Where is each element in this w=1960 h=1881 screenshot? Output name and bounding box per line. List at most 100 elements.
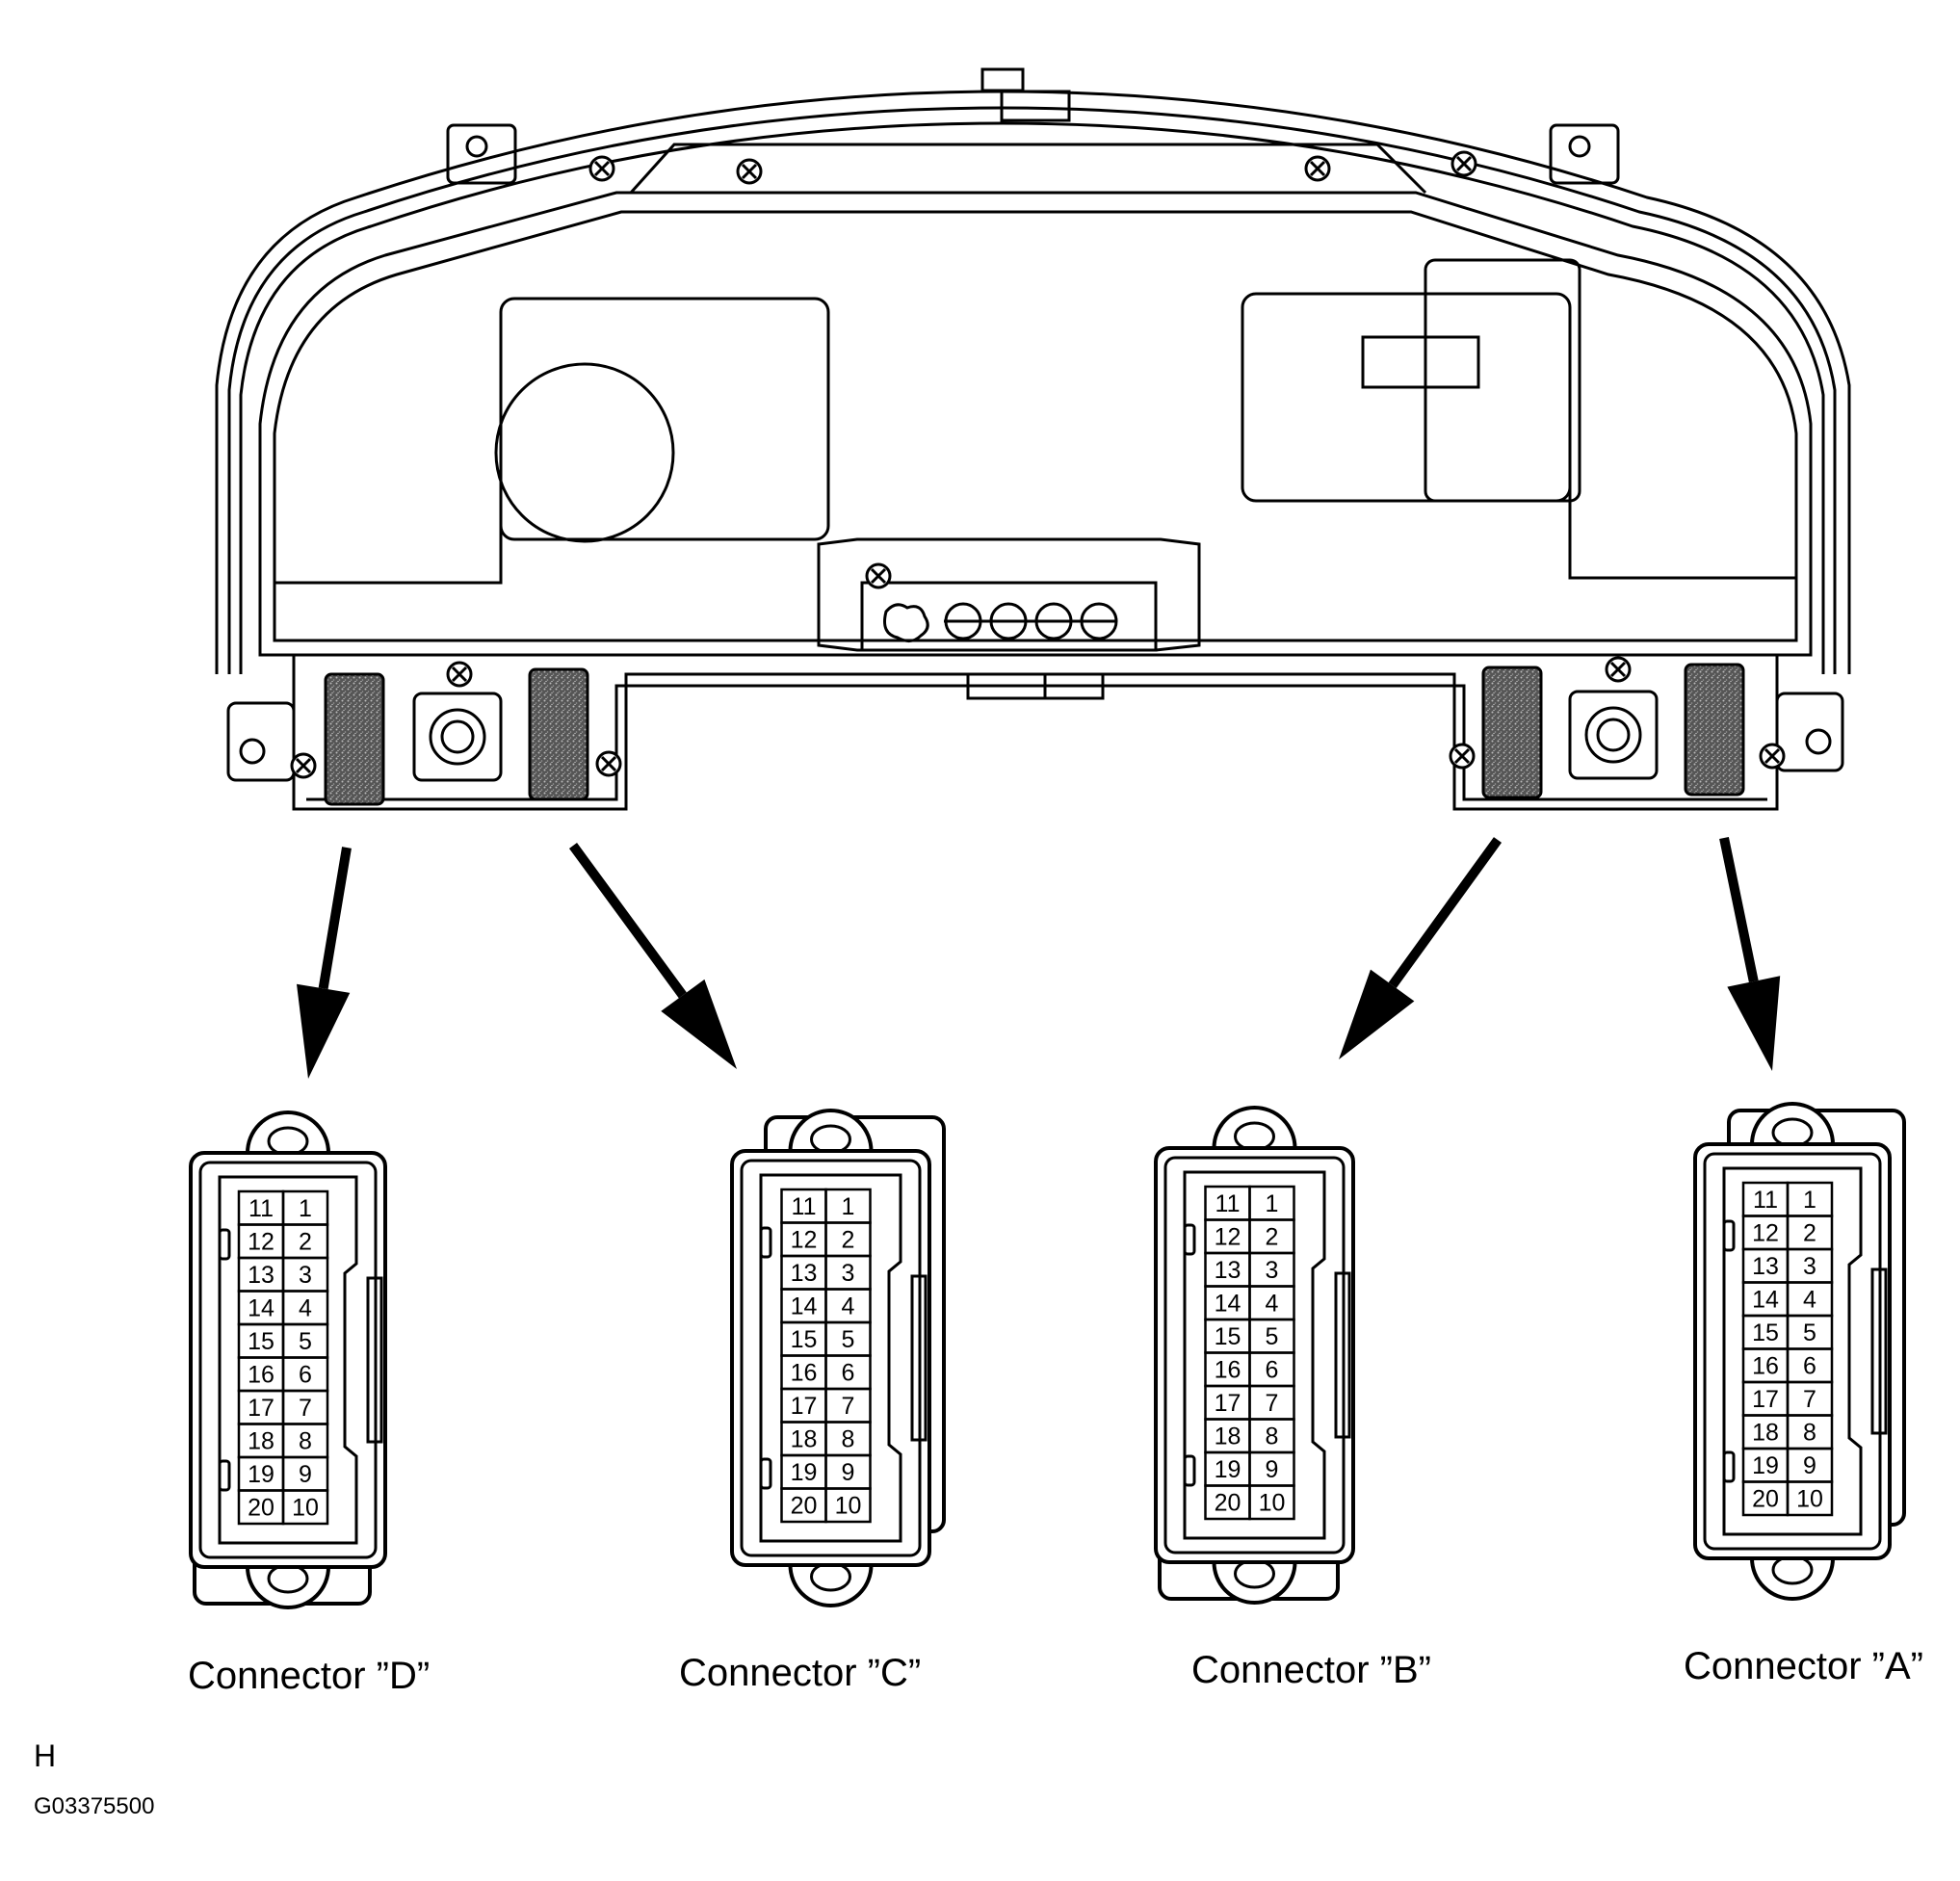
pin-number: 16: [791, 1359, 818, 1386]
screw-icon: [1759, 743, 1786, 770]
pin-number: 3: [842, 1260, 855, 1287]
pin-number: 20: [791, 1492, 818, 1519]
pin-number: 8: [842, 1425, 855, 1452]
screw-icon: [1450, 150, 1477, 177]
pin-number: 13: [791, 1260, 818, 1287]
pin-number: 9: [1803, 1452, 1816, 1479]
pin-number: 4: [842, 1293, 855, 1319]
pin-number: 10: [1259, 1489, 1286, 1516]
arrow-icon: [296, 836, 1781, 1079]
pin-number: 11: [792, 1193, 817, 1220]
pin-number: 4: [1803, 1286, 1816, 1313]
connector-a-label: Connector ”A”: [1684, 1645, 1923, 1687]
pin-number: 14: [248, 1294, 274, 1321]
arrow-icon: [1719, 836, 1781, 1071]
pin-number: 2: [842, 1226, 855, 1253]
pin-number: 8: [1266, 1423, 1279, 1450]
pin-number: 14: [1215, 1290, 1241, 1317]
pin-number: 4: [1266, 1290, 1279, 1317]
pin-number: 10: [1796, 1485, 1823, 1512]
pin-number: 3: [1266, 1257, 1279, 1284]
pin-number: 20: [1215, 1489, 1241, 1516]
pin-number: 6: [1803, 1352, 1816, 1379]
pin-number: 13: [248, 1262, 274, 1289]
pin-number: 9: [299, 1461, 312, 1488]
pin-number: 3: [1803, 1253, 1816, 1280]
pin-number: 1: [842, 1193, 855, 1220]
pin-number: 12: [791, 1226, 818, 1253]
pin-number: 2: [299, 1228, 312, 1255]
pin-number: 19: [791, 1459, 818, 1486]
pin-number: 14: [1752, 1286, 1779, 1313]
view-marker: H: [34, 1738, 57, 1773]
pin-number: 18: [248, 1427, 274, 1454]
pin-number: 20: [248, 1494, 274, 1521]
pin-number: 15: [1752, 1319, 1779, 1346]
pin-number: 6: [299, 1361, 312, 1388]
figure-id: G03375500: [34, 1793, 155, 1819]
pin-cell: [1248, 1484, 1295, 1521]
pin-number: 12: [1752, 1219, 1779, 1246]
pin-number: 18: [1752, 1419, 1779, 1446]
screw-icon: [290, 752, 317, 779]
pin-number: 10: [835, 1492, 862, 1519]
pin-number: 13: [1752, 1253, 1779, 1280]
pin-number: 16: [1215, 1356, 1241, 1383]
pin-number: 15: [1215, 1323, 1241, 1350]
screw-icon: [736, 158, 763, 185]
screw-icon: [588, 155, 615, 182]
connector-c-label: Connector ”C”: [679, 1652, 922, 1694]
screw-icon: [446, 661, 473, 688]
pin-number: 13: [1215, 1257, 1241, 1284]
pin-number: 5: [1803, 1319, 1816, 1346]
pin-number: 18: [791, 1425, 818, 1452]
pin-number: 8: [299, 1427, 312, 1454]
pin-number: 7: [842, 1393, 855, 1420]
pin-number: 17: [1752, 1386, 1779, 1413]
pin-number: 6: [842, 1359, 855, 1386]
pin-number: 11: [1215, 1190, 1241, 1217]
screw-icon: [1449, 743, 1476, 770]
pin-number: 16: [1752, 1352, 1779, 1379]
pin-number: 9: [842, 1459, 855, 1486]
pin-number: 8: [1803, 1419, 1816, 1446]
pin-number: 5: [842, 1326, 855, 1353]
pin-number: 2: [1803, 1219, 1816, 1246]
pin-number: 17: [791, 1393, 818, 1420]
pin-number: 4: [299, 1294, 312, 1321]
pin-number: 1: [1803, 1187, 1816, 1214]
arrow-icon: [296, 847, 352, 1079]
screw-icon: [1304, 155, 1331, 182]
screw-icon: [865, 562, 892, 589]
pin-number: 20: [1752, 1485, 1779, 1512]
pin-number: 2: [1266, 1223, 1279, 1250]
pin-number: 11: [1753, 1187, 1778, 1214]
pin-cell: [1786, 1480, 1834, 1517]
pin-number: 19: [1752, 1452, 1779, 1479]
screw-icon: [1605, 656, 1632, 683]
pin-cell: [281, 1489, 329, 1526]
connector-b-label: Connector ”B”: [1191, 1649, 1431, 1691]
pin-number: 15: [248, 1328, 274, 1355]
connector-d-label: Connector ”D”: [188, 1655, 431, 1697]
cluster-housing: [215, 67, 1851, 811]
pin-number: 6: [1266, 1356, 1279, 1383]
pin-number: 3: [299, 1262, 312, 1289]
pin-number: 5: [299, 1328, 312, 1355]
pin-number: 17: [1215, 1390, 1241, 1417]
screw-icon: [595, 750, 622, 777]
arrow-icon: [1339, 837, 1503, 1059]
pin-number: 12: [248, 1228, 274, 1255]
pin-number: 11: [248, 1195, 274, 1222]
arrow-icon: [568, 843, 737, 1069]
pin-number: 10: [292, 1494, 319, 1521]
pin-number: 7: [299, 1395, 312, 1422]
pin-cell: [824, 1487, 872, 1524]
pin-number: 7: [1803, 1386, 1816, 1413]
